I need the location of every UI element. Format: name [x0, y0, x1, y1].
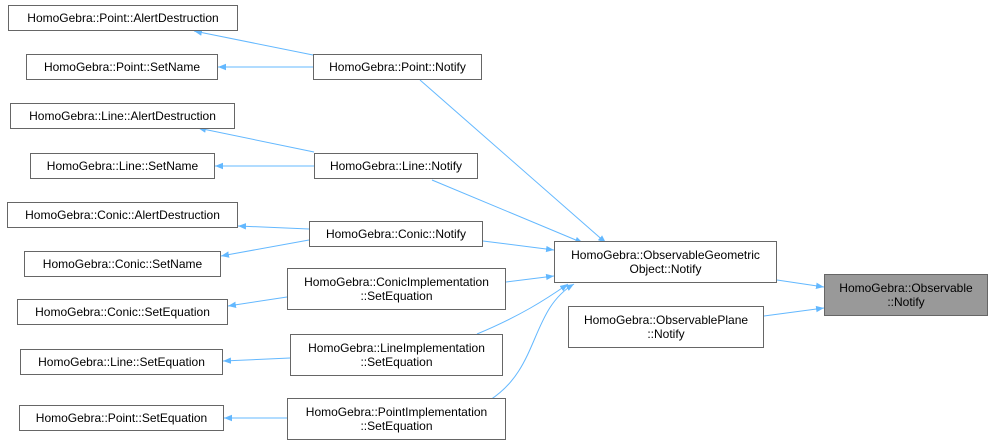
node-obsplane-line1: HomoGebra::ObservablePlane — [583, 313, 749, 327]
node-pointimpl-line1: HomoGebra::PointImplementation — [305, 405, 488, 419]
node-obsplane-line2: ::Notify — [647, 327, 685, 341]
node-line-alert-destruction[interactable]: HomoGebra::Line::AlertDestruction — [10, 103, 235, 129]
node-observable-plane-notify[interactable]: HomoGebra::ObservablePlane ::Notify — [568, 306, 764, 348]
edge-conic-setname-to-conic-notify — [220, 239, 310, 258]
edge-line-notify-to-obsgeo — [431, 179, 584, 244]
node-conic-setequation[interactable]: HomoGebra::Conic::SetEquation — [17, 299, 228, 325]
node-line-setequation[interactable]: HomoGebra::Line::SetEquation — [20, 349, 223, 375]
edge-obsplane-to-observable — [763, 305, 825, 317]
node-obsgeo-line1: HomoGebra::ObservableGeometric — [571, 248, 760, 262]
node-point-alert-destruction[interactable]: HomoGebra::Point::AlertDestruction — [8, 5, 238, 31]
node-conic-notify[interactable]: HomoGebra::Conic::Notify — [309, 221, 483, 247]
node-lineimpl-line1: HomoGebra::LineImplementation — [308, 341, 485, 355]
edge-conic-alert-to-conic-notify — [237, 223, 310, 230]
node-conicimpl-setequation[interactable]: HomoGebra::ConicImplementation ::SetEqua… — [287, 268, 506, 310]
edge-point-notify-to-obsgeo — [419, 79, 607, 244]
node-observable-line1: HomoGebra::Observable — [839, 281, 973, 295]
edge-point-alert-to-point-notify — [193, 29, 314, 56]
edge-conic-notify-to-obsgeo — [482, 240, 555, 253]
node-pointimpl-setequation[interactable]: HomoGebra::PointImplementation ::SetEqua… — [287, 398, 506, 440]
edge-conic-seteq-to-conicimpl — [227, 296, 288, 308]
edge-obsgeo-to-observable — [776, 279, 825, 289]
node-observable-line2: ::Notify — [887, 295, 925, 309]
node-conicimpl-line2: ::SetEquation — [360, 289, 433, 303]
edge-line-alert-to-line-notify — [197, 126, 315, 153]
node-observable-notify: HomoGebra::Observable ::Notify — [824, 274, 988, 316]
node-point-setequation[interactable]: HomoGebra::Point::SetEquation — [19, 405, 224, 431]
edge-pointimpl-to-obsgeo — [489, 283, 575, 401]
node-line-setname[interactable]: HomoGebra::Line::SetName — [30, 153, 215, 179]
node-conicimpl-line1: HomoGebra::ConicImplementation — [304, 275, 489, 289]
node-lineimpl-line2: ::SetEquation — [360, 355, 433, 369]
node-lineimpl-setequation[interactable]: HomoGebra::LineImplementation ::SetEquat… — [290, 334, 503, 376]
edge-line-seteq-to-lineimpl — [222, 357, 291, 364]
node-observable-geometric-object-notify[interactable]: HomoGebra::ObservableGeometric Object::N… — [554, 241, 777, 283]
node-point-notify[interactable]: HomoGebra::Point::Notify — [313, 54, 482, 80]
node-conic-alert-destruction[interactable]: HomoGebra::Conic::AlertDestruction — [7, 202, 238, 228]
edge-conicimpl-to-obsgeo — [505, 273, 555, 283]
edge-lineimpl-to-obsgeo — [476, 283, 569, 335]
node-line-notify[interactable]: HomoGebra::Line::Notify — [314, 153, 478, 179]
node-conic-setname[interactable]: HomoGebra::Conic::SetName — [24, 251, 221, 277]
node-obsgeo-line2: Object::Notify — [629, 262, 702, 276]
node-point-setname[interactable]: HomoGebra::Point::SetName — [26, 54, 218, 80]
node-pointimpl-line2: ::SetEquation — [360, 419, 433, 433]
